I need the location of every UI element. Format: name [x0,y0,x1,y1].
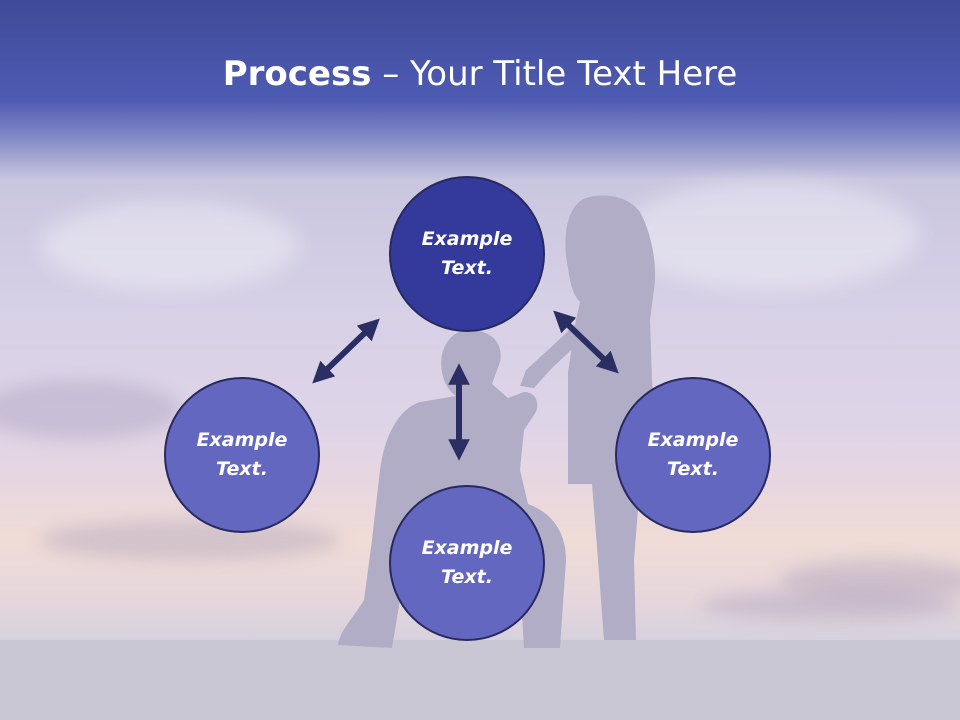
node-right: Example Text. [615,377,771,533]
slide-title: Process – Your Title Text Here [0,52,960,96]
node-bottom: Example Text. [389,485,545,641]
node-right-text: Example Text. [647,429,739,480]
ground [0,640,960,720]
node-left-text: Example Text. [196,429,288,480]
cloud [780,560,960,600]
cloud [40,200,300,290]
node-bottom-text: Example Text. [421,537,513,588]
arrow-top-right [553,310,619,374]
title-bold: Process [222,54,372,94]
title-rest: – Your Title Text Here [371,54,738,94]
node-top-text: Example Text. [421,228,513,279]
node-top: Example Text. [389,176,545,332]
cloud [700,590,960,620]
cloud [40,520,340,560]
cloud [620,180,920,290]
arrow-top-left [312,318,380,384]
cloud [0,380,180,440]
node-left: Example Text. [164,377,320,533]
